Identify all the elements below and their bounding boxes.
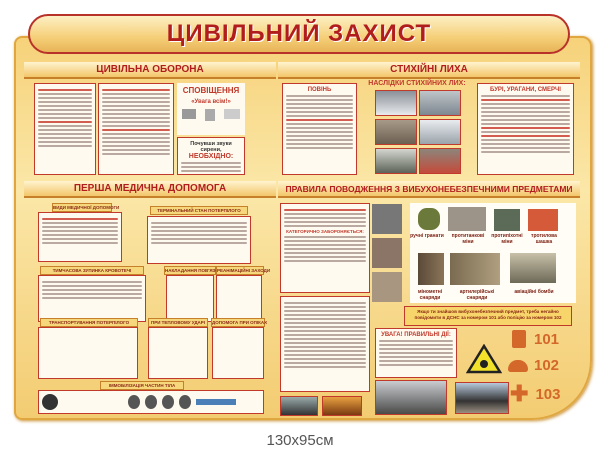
alert-subtitle: «Увага всім!» <box>191 99 231 105</box>
police-helmet-icon <box>508 359 528 372</box>
block-title: НАКЛАДАННЯ ПОВ'ЯЗОК <box>164 266 222 275</box>
photo <box>375 148 417 174</box>
aid-panel <box>38 212 122 262</box>
flood-title: ПОВІНЬ <box>307 87 332 93</box>
aid-panel <box>148 327 208 379</box>
fire-extinguisher-icon <box>512 330 526 348</box>
bomb-image <box>510 253 556 283</box>
emergency-101: 101 <box>512 330 559 348</box>
item-label: протипіхотні міни <box>491 233 523 245</box>
item-label: ручні гранати <box>410 233 444 239</box>
forbidden-title: КАТЕГОРИЧНО ЗАБОРОНЯЄТЬСЯ: <box>286 229 364 234</box>
siren-icon <box>181 109 196 119</box>
emergency-number: 103 <box>535 385 561 403</box>
storms-panel: БУРІ, УРАГАНИ, СМЕРЧІ <box>477 83 574 175</box>
loudspeaker-icon <box>204 109 215 121</box>
mine-image <box>494 209 520 231</box>
photo <box>419 148 461 174</box>
block-title: ДОПОМОГА ПРИ ОПІКАХ <box>211 318 268 327</box>
actions-title: УВАГА! ПРАВИЛЬНІ ДІЇ: <box>381 332 451 338</box>
aid-panel <box>216 275 262 322</box>
effects-title: НАСЛІДКИ СТИХІЙНИХ ЛИХ: <box>368 80 466 87</box>
item-label: тротилова шашка <box>531 233 557 245</box>
car-icon <box>224 109 241 119</box>
shells-image <box>450 253 500 285</box>
photo <box>280 396 318 416</box>
medical-cross-icon: ✚ <box>510 381 529 406</box>
emergency-number: 102 <box>534 357 560 374</box>
block-title: РЕАНІМАЦІЙНІ ЗАХОДИ <box>216 266 271 275</box>
aid-panel <box>38 390 264 414</box>
siren-panel: Почувши звуки сирени, НЕОБХІДНО: <box>177 137 245 175</box>
item-label: мінометні снаряди <box>417 289 443 301</box>
photo <box>322 396 362 416</box>
emergency-102: 102 <box>508 357 559 374</box>
aid-panel <box>38 327 138 379</box>
photo <box>455 382 509 414</box>
actions-panel: УВАГА! ПРАВИЛЬНІ ДІЇ: <box>375 328 457 378</box>
photo <box>372 238 402 268</box>
siren-subtitle: НЕОБХІДНО: <box>188 153 234 160</box>
header-civil-defense: ЦИВІЛЬНА ОБОРОНА <box>24 62 276 79</box>
aid-panel <box>147 216 251 264</box>
block-title: ТЕРМІНАЛЬНИЙ СТАН ПОТЕРПІЛОГО <box>150 206 248 215</box>
photo <box>419 90 461 116</box>
block-title: ТРАНСПОРТУВАННЯ ПОТЕРПІЛОГО <box>40 318 138 327</box>
photo <box>372 272 402 302</box>
storms-title: БУРІ, УРАГАНИ, СМЕРЧІ <box>490 87 561 93</box>
header-disasters: СТИХІЙНІ ЛИХА <box>278 62 580 79</box>
photo <box>372 204 402 234</box>
block-title: ІММОБІЛІЗАЦІЯ ЧАСТИН ТІЛА <box>100 381 184 390</box>
text-panel <box>34 83 96 175</box>
block-title: ТИМЧАСОВА ЗУПИНКА КРОВОТЕЧІ <box>40 266 144 275</box>
item-label: артилерійські снаряди <box>459 289 495 301</box>
block-title: ВИДИ МЕДИЧНОЇ ДОПОМОГИ <box>52 203 120 212</box>
block-title: ПРИ ТЕПЛОВОМУ УДАРІ <box>148 318 208 327</box>
mortar-image <box>418 253 444 285</box>
grenade-image <box>418 208 440 230</box>
item-label: авіаційні бомби <box>514 289 554 295</box>
notice-banner: Якщо ти знайшов вибухонебезпечний предме… <box>404 306 572 326</box>
item-label: протитанкові міни <box>451 233 485 245</box>
text-panel <box>98 83 174 175</box>
photo <box>375 380 447 415</box>
explosion-warning-icon <box>466 344 502 374</box>
header-first-aid: ПЕРША МЕДИЧНА ДОПОМОГА <box>24 181 276 198</box>
header-explosives: ПРАВИЛА ПОВОДЖЕННЯ З ВИБУХОНЕБЕЗПЕЧНИМИ … <box>278 181 580 198</box>
emergency-103: ✚ 103 <box>510 381 561 406</box>
flood-panel: ПОВІНЬ <box>282 83 357 175</box>
photo <box>375 119 417 145</box>
ordnance-panel: ручні гранати протитанкові міни протипіх… <box>410 203 576 303</box>
alert-title: СПОВІЩЕННЯ <box>182 86 240 95</box>
aid-panel <box>166 275 214 322</box>
page-title: ЦИВІЛЬНИЙ ЗАХИСТ <box>28 14 570 54</box>
rules-panel <box>280 296 370 392</box>
aid-panel <box>212 327 264 379</box>
siren-title: Почувши звуки сирени, <box>190 141 232 153</box>
alert-panel: СПОВІЩЕННЯ «Увага всім!» <box>177 83 245 135</box>
emergency-number: 101 <box>534 330 560 348</box>
tnt-image <box>528 209 558 231</box>
aid-panel <box>38 275 146 322</box>
photo <box>419 119 461 145</box>
size-caption: 130x95см <box>266 432 334 449</box>
mine-image <box>448 207 486 231</box>
photo <box>375 90 417 116</box>
rules-panel: КАТЕГОРИЧНО ЗАБОРОНЯЄТЬСЯ: <box>280 203 370 293</box>
